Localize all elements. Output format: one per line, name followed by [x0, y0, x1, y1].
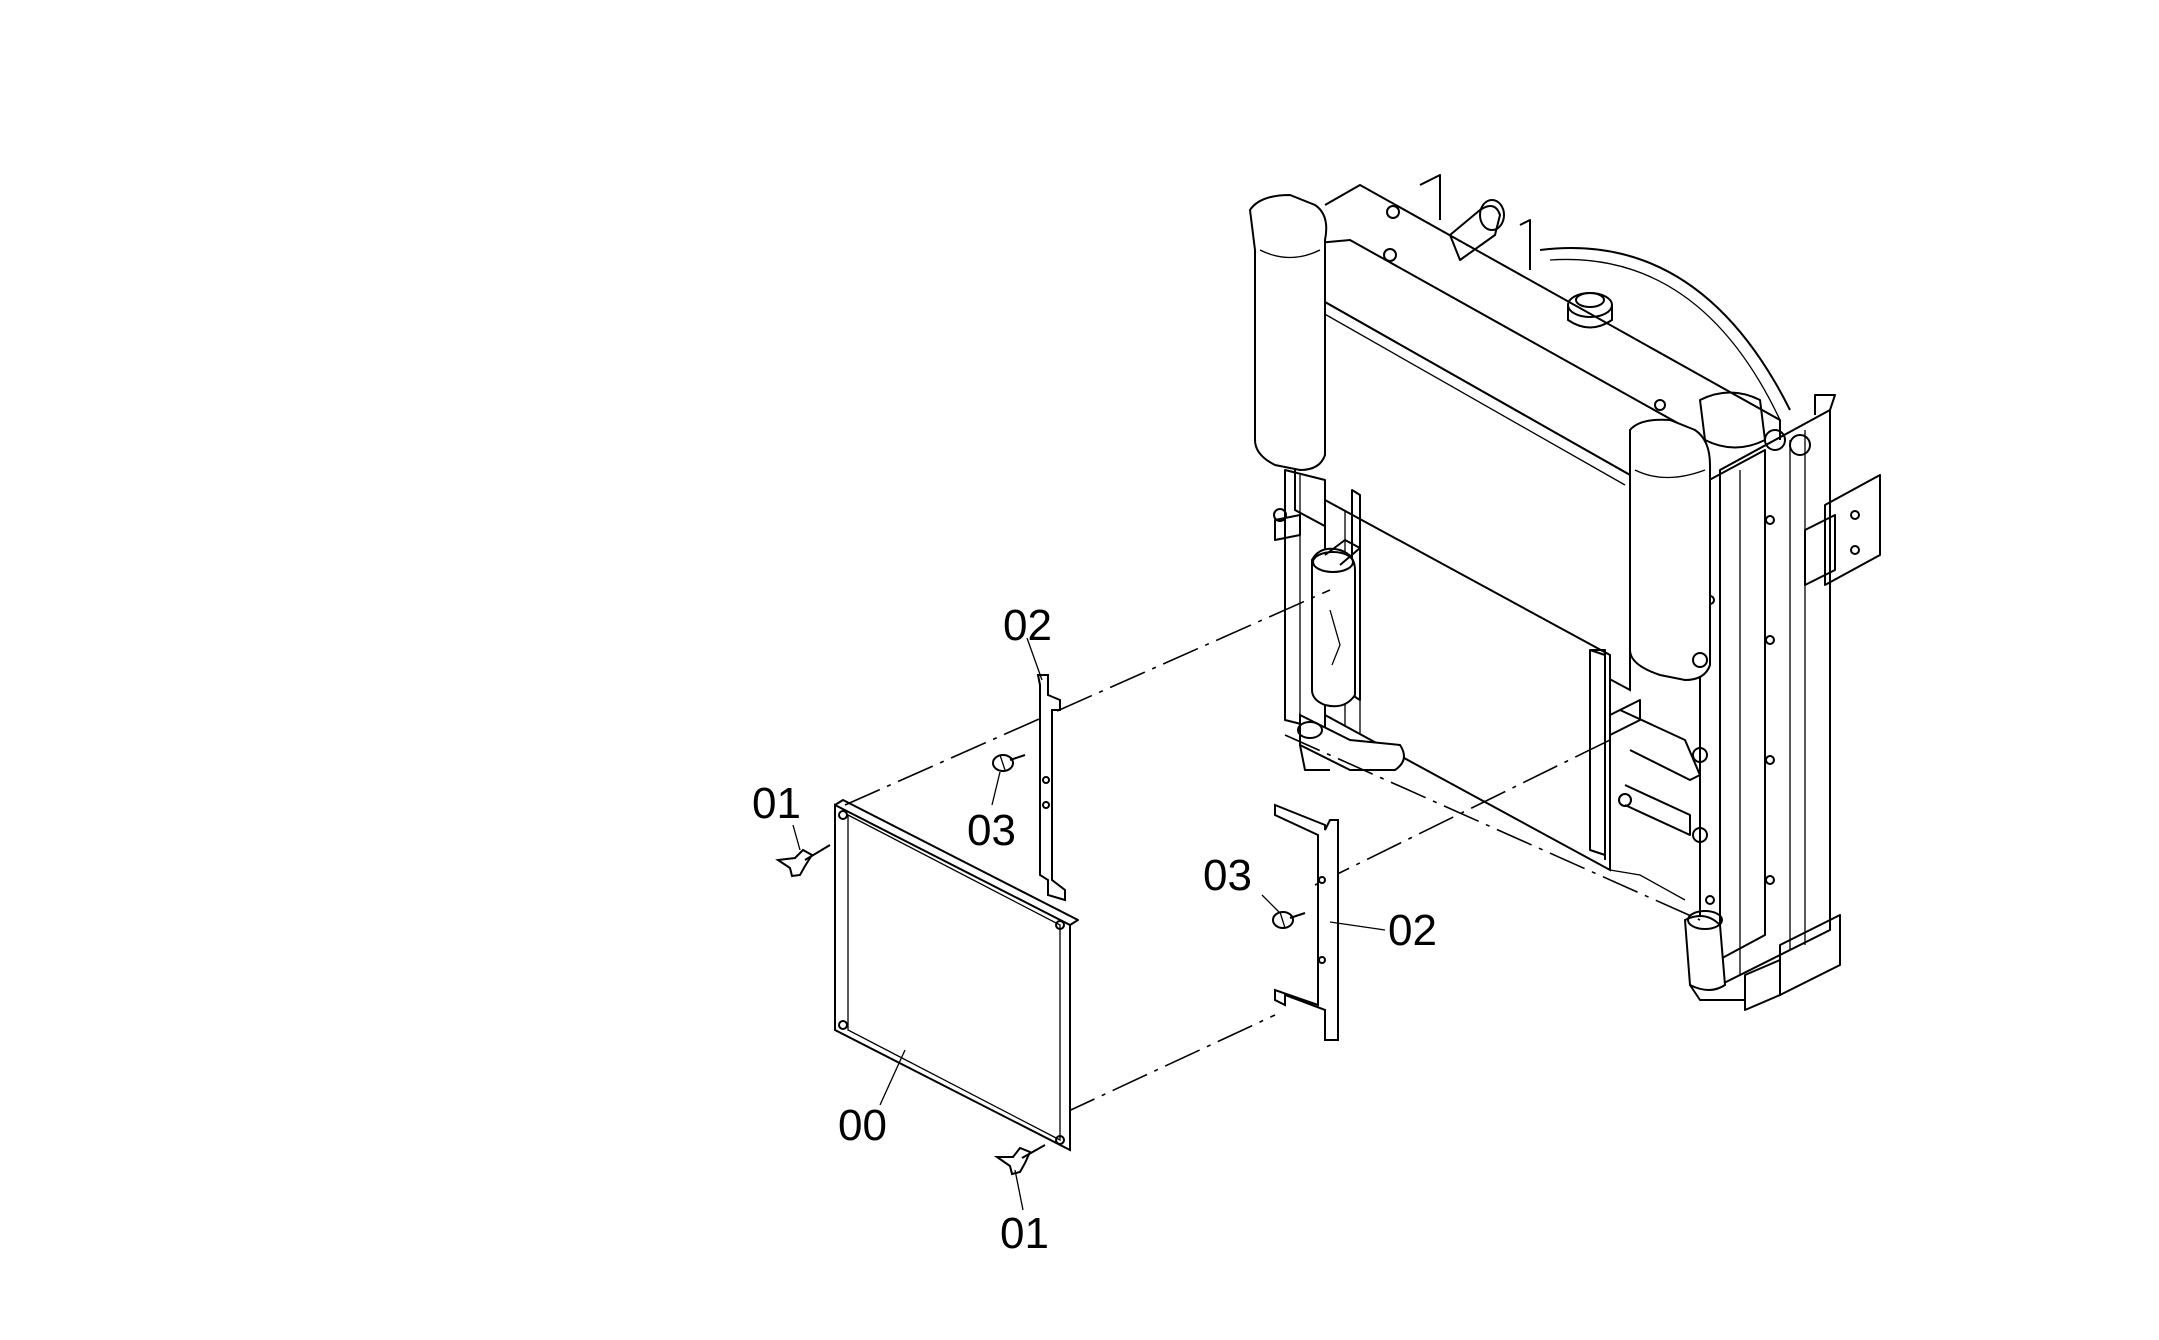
- callout-label-02-left: 02: [1003, 601, 1052, 650]
- bracket-left-part-02: [1036, 674, 1066, 902]
- radiator-assembly: [1248, 174, 1881, 1011]
- callout-label-03-left: 03: [967, 806, 1016, 855]
- wing-nut-bottom-part-01: [993, 1144, 1046, 1176]
- callout-label-01-top: 01: [752, 779, 801, 828]
- bolt-left-part-03: [992, 754, 1026, 772]
- leader-lines: [792, 637, 1386, 1211]
- callout-label-01-bottom: 01: [1000, 1209, 1049, 1258]
- callout-label-00: 00: [838, 1101, 887, 1150]
- wing-nut-top-part-01: [775, 844, 831, 878]
- callout-labels: 02 01 03 03 02 00 01: [752, 601, 1437, 1258]
- bolt-right-part-03: [1272, 911, 1306, 929]
- callout-label-02-right: 02: [1388, 906, 1437, 955]
- assembly-guide-lines: [844, 589, 1701, 1116]
- screen-part-00: [834, 799, 1079, 1152]
- bracket-right-part-02: [1274, 803, 1339, 1041]
- callout-label-03-right: 03: [1203, 851, 1252, 900]
